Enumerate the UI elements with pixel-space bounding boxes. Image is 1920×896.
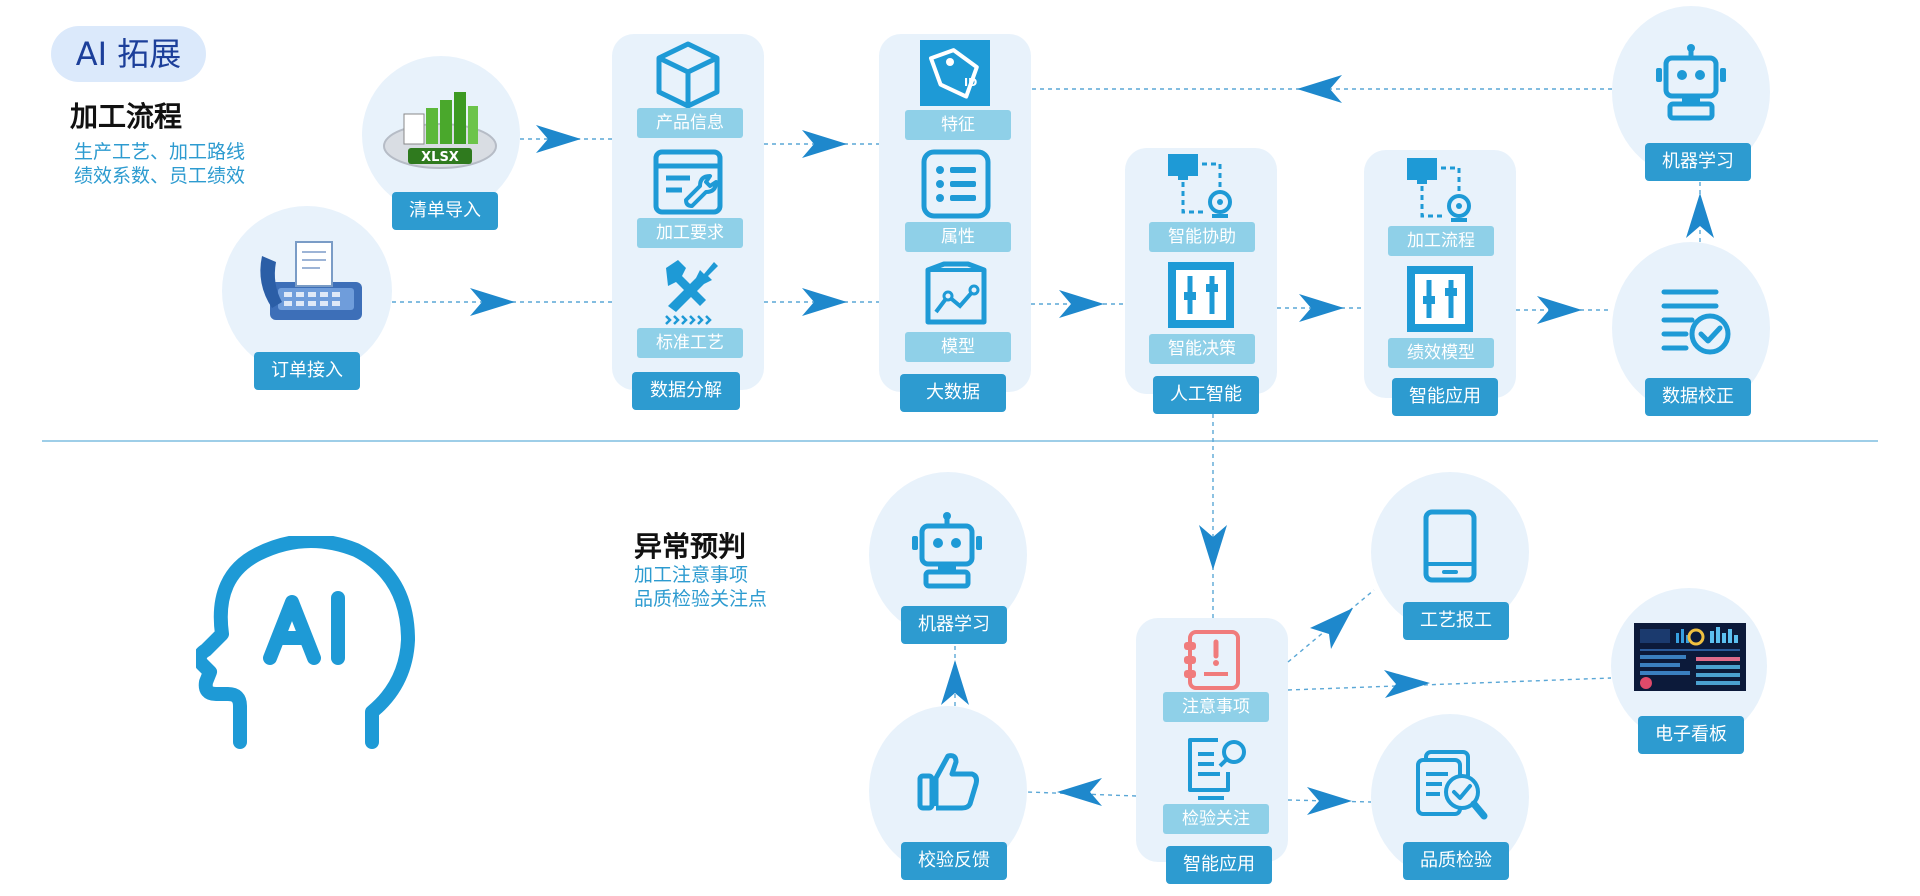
thumbs-up-icon (917, 753, 979, 811)
arrow-bigdata-to-ai (1059, 290, 1104, 318)
arrow-order-to-decomp (470, 288, 515, 316)
ai-head-icon (196, 536, 415, 749)
data-correction-label: 数据校正 (1645, 378, 1751, 416)
attribute-label: 属性 (905, 222, 1011, 252)
proc-flow-label: 加工流程 (1388, 226, 1494, 256)
connector-smartapp-to-board (1287, 677, 1612, 691)
process-section-sub-2: 绩效系数、员工绩效 (74, 165, 246, 187)
arrow-to-quality (1307, 787, 1352, 815)
dashboard-screen-icon (1634, 623, 1746, 691)
model-label: 模型 (905, 332, 1011, 362)
quality-check-label: 品质检验 (1403, 842, 1509, 880)
tools-icon (665, 260, 718, 325)
phone-fax-icon (260, 241, 362, 320)
robot-icon (1656, 44, 1726, 121)
list-import-label: 清单导入 (392, 192, 498, 230)
inspection-doc-icon (1188, 738, 1246, 800)
arrow-decomp-to-bigdata-top (802, 130, 847, 158)
machine-learning-bottom-label: 机器学习 (901, 606, 1007, 644)
network-flow-icon-2 (1407, 158, 1471, 222)
quality-search-icon (1416, 750, 1488, 820)
arrow-list-to-decomp (536, 125, 581, 153)
robot-icon-2 (912, 512, 982, 589)
arrow-correction-to-ml (1686, 193, 1714, 238)
arrow-ai-to-bottom (1199, 525, 1227, 570)
e-board-label: 电子看板 (1638, 716, 1744, 754)
exception-section-sub-1: 加工注意事项 (634, 564, 749, 586)
arrow-ml-to-bigdata (1297, 75, 1342, 103)
smart-app-bottom-label: 智能应用 (1166, 846, 1272, 884)
smart-collab-label: 智能协助 (1149, 222, 1255, 252)
xlsx-file-icon: XLSX (383, 92, 497, 169)
product-info-label: 产品信息 (637, 108, 743, 138)
process-section-title: 加工流程 (70, 100, 183, 133)
window-wrench-icon (653, 149, 723, 215)
arrow-feedback-to-ml (941, 660, 969, 705)
decision-panel-icon (1168, 262, 1234, 328)
process-req-label: 加工要求 (637, 218, 743, 248)
id-tag-icon: ID (920, 40, 990, 106)
big-data-label: 大数据 (900, 374, 1006, 412)
arrow-ai-to-smartapp (1299, 294, 1344, 322)
ai-label: 人工智能 (1153, 376, 1259, 414)
check-feedback-label: 校验反馈 (901, 842, 1007, 880)
machine-learning-top-label: 机器学习 (1645, 143, 1751, 181)
tablet-icon (1423, 509, 1477, 583)
smart-decision-label: 智能决策 (1149, 334, 1255, 364)
3d-model-icon (925, 261, 987, 325)
arrow-decomp-to-bigdata-bottom (802, 288, 847, 316)
exception-section-sub-2: 品质检验关注点 (634, 588, 768, 610)
exception-section-title: 异常预判 (634, 530, 747, 563)
svg-text:ID: ID (964, 76, 977, 89)
connector-smartapp-to-feedback (1026, 791, 1137, 797)
process-report-label: 工艺报工 (1403, 602, 1509, 640)
cube-icon (656, 41, 720, 109)
checklist-icon (1661, 289, 1731, 355)
feature-label: 特征 (905, 110, 1011, 140)
process-section-sub-1: 生产工艺、加工路线 (74, 141, 246, 163)
smart-app-top-label: 智能应用 (1392, 378, 1498, 416)
perf-model-label: 绩效模型 (1388, 338, 1494, 368)
ai-extension-badge: AI 拓展 (51, 26, 206, 82)
xlsx-text: XLSX (421, 150, 459, 165)
attention-items-label: 注意事项 (1163, 692, 1269, 722)
std-process-label: 标准工艺 (637, 328, 743, 358)
arrow-to-report (1310, 608, 1353, 649)
order-intake-label: 订单接入 (254, 352, 360, 390)
perf-panel-icon (1407, 266, 1473, 332)
data-decomp-label: 数据分解 (632, 372, 740, 410)
arrow-to-feedback (1057, 778, 1102, 806)
notice-icon (1184, 630, 1240, 690)
inspection-focus-label: 检验关注 (1163, 804, 1269, 834)
network-flow-icon (1168, 154, 1232, 218)
arrow-to-board (1384, 670, 1430, 698)
arrow-smartapp-to-correction (1537, 296, 1582, 324)
list-icon (921, 149, 991, 219)
